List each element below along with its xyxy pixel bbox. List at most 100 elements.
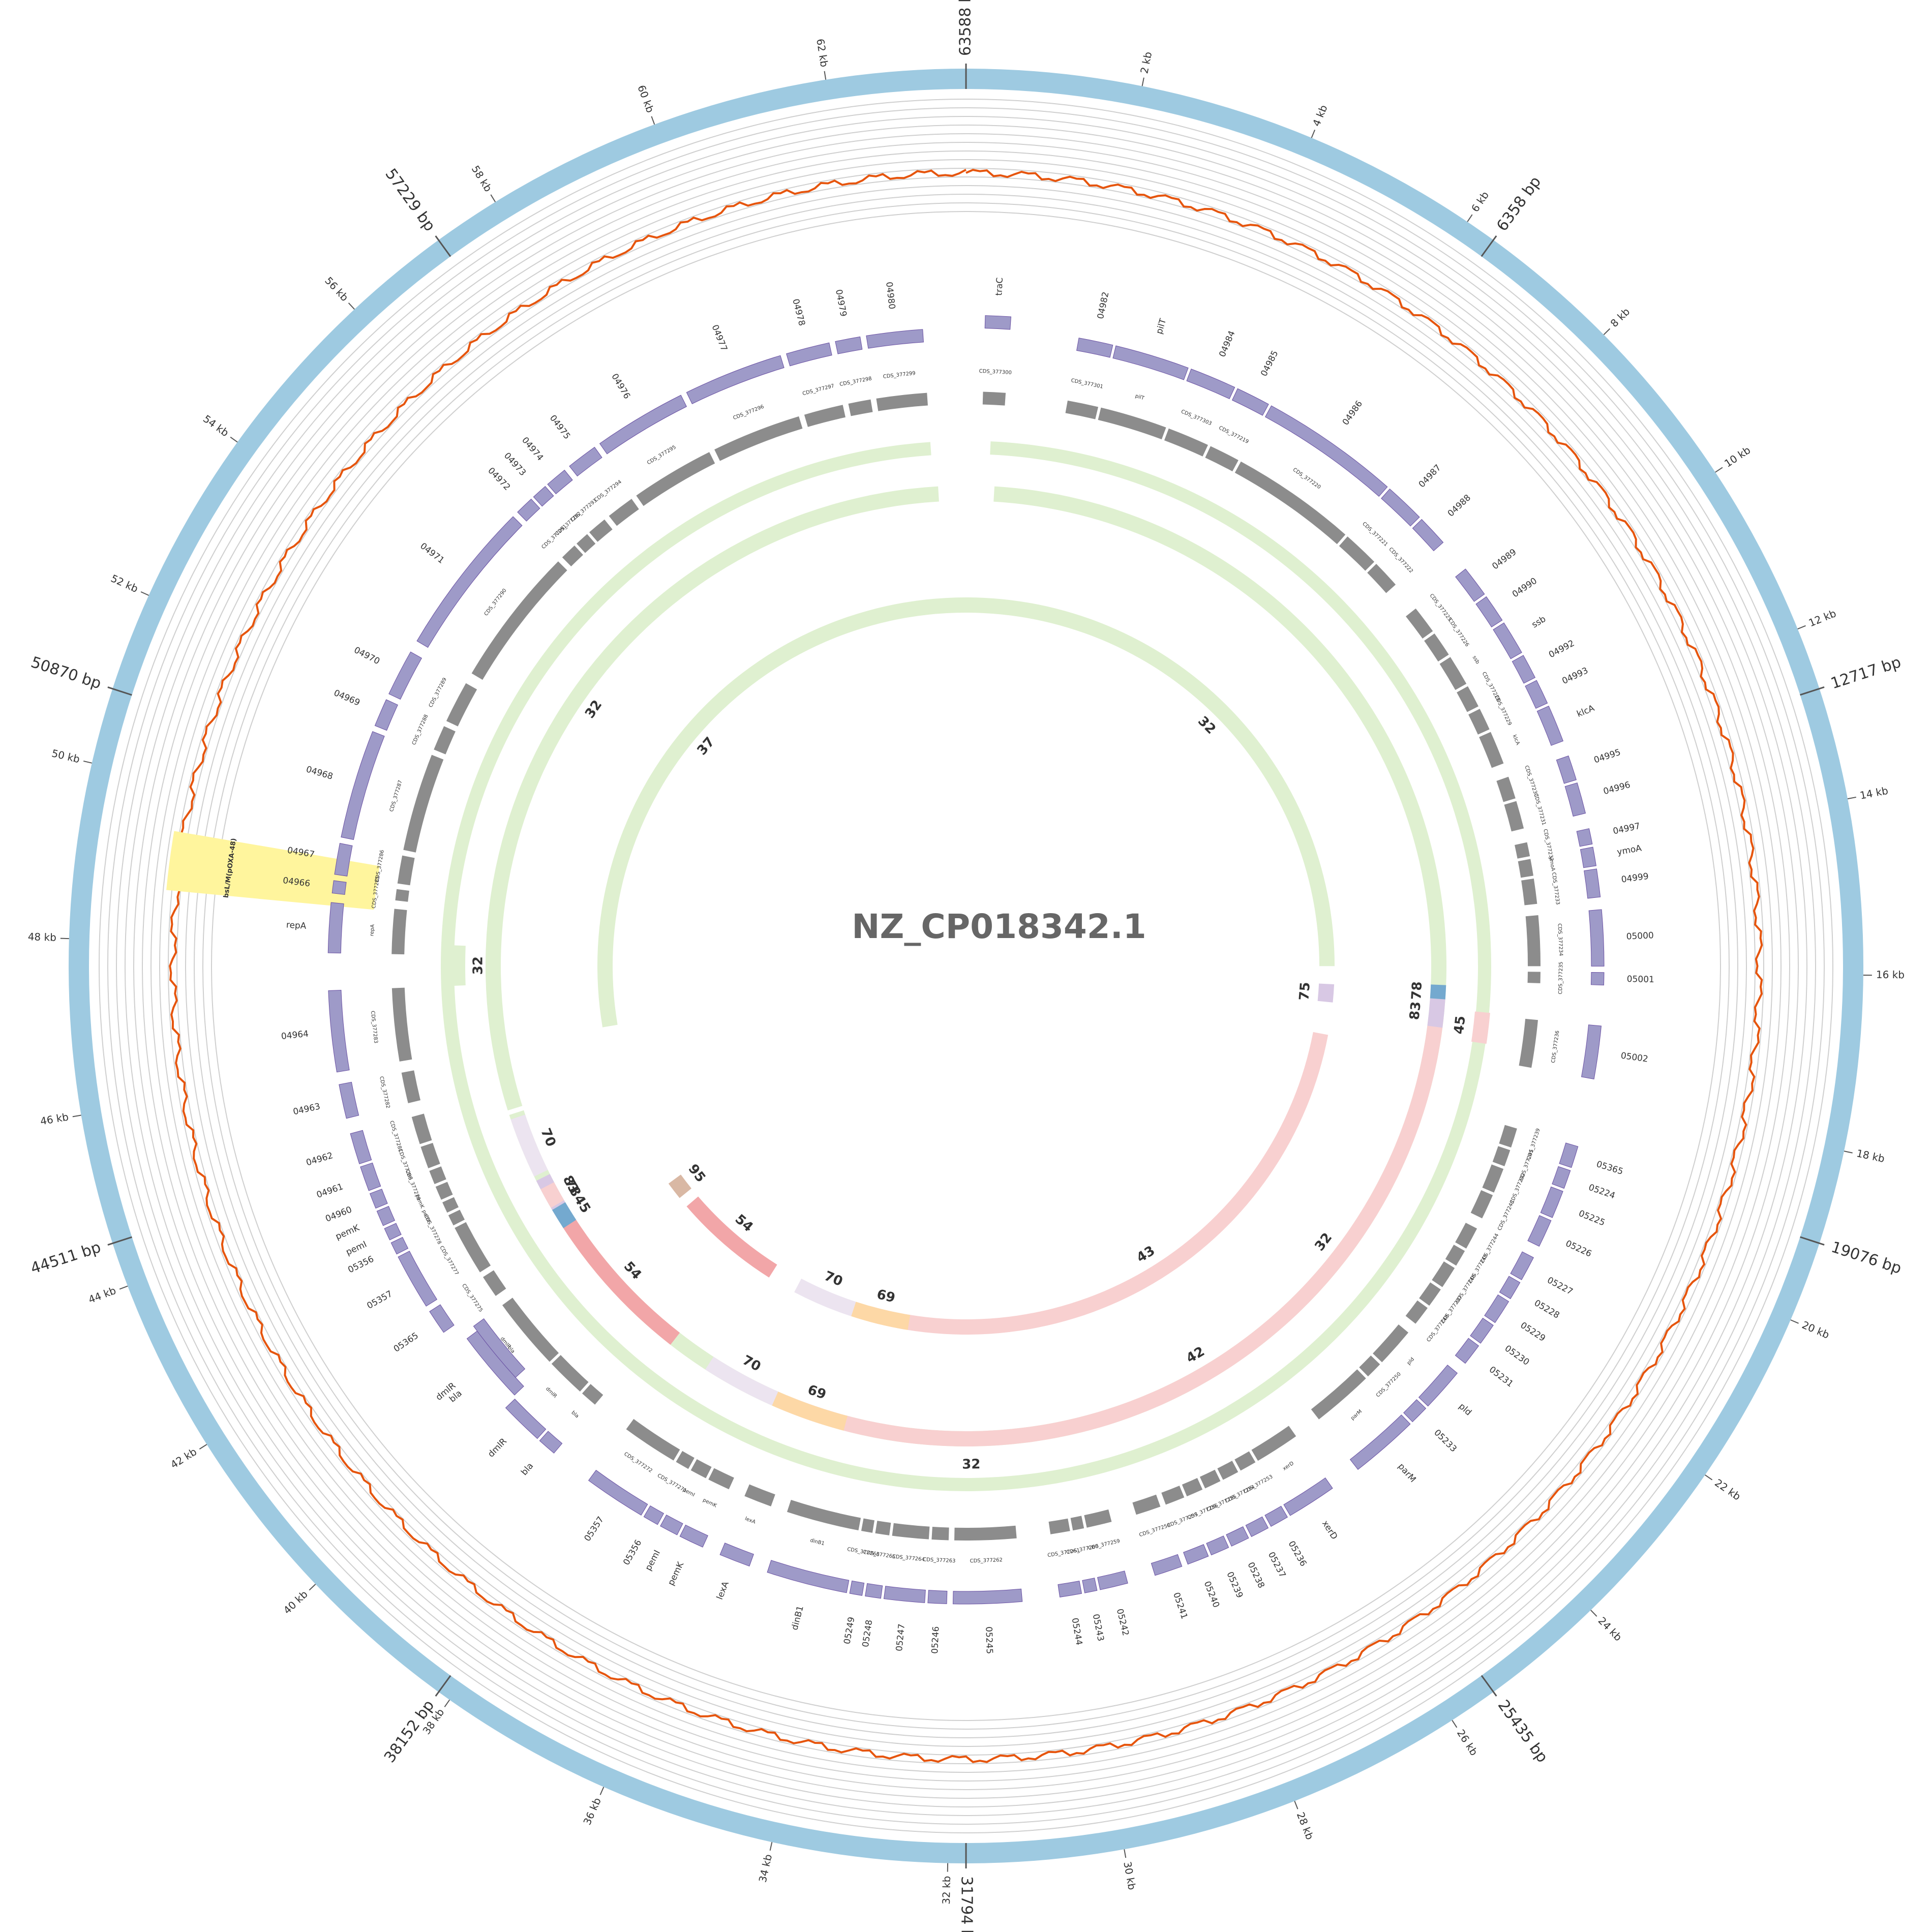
cds-feature[interactable] [533, 486, 554, 507]
cds-inner-label: CDS_377235 [1558, 961, 1564, 994]
cds-feature[interactable] [1527, 1215, 1552, 1247]
backbone-ring [69, 69, 1863, 1863]
cds-feature[interactable] [927, 1590, 948, 1604]
cds-feature[interactable] [1581, 1024, 1602, 1079]
cds-feature[interactable] [1245, 1516, 1269, 1537]
cds-feature[interactable] [1151, 1554, 1183, 1576]
cds-feature[interactable] [569, 446, 602, 477]
cds-feature[interactable] [679, 1524, 708, 1548]
cds-feature[interactable] [866, 329, 924, 349]
cds-feature[interactable] [1493, 622, 1522, 659]
cds-feature[interactable] [767, 1560, 850, 1593]
cds-feature[interactable] [369, 1189, 388, 1209]
cds-label: 05229 [1519, 1320, 1547, 1344]
cds-feature[interactable] [1076, 338, 1113, 358]
cds-label: 05228 [1532, 1298, 1561, 1321]
cds-feature[interactable] [1536, 705, 1564, 746]
cds-feature[interactable] [1588, 909, 1605, 967]
cds-label: 04986 [1341, 399, 1365, 428]
cds-feature[interactable] [1525, 680, 1548, 709]
cds-feature[interactable] [1264, 405, 1388, 497]
cds-feature[interactable] [374, 699, 399, 731]
cds-feature[interactable] [327, 902, 344, 954]
cds-feature[interactable] [1349, 1414, 1411, 1470]
cds-feature[interactable] [350, 1130, 372, 1164]
cds-feature[interactable] [390, 1236, 409, 1255]
cds-feature[interactable] [883, 1586, 926, 1603]
kb-tick [651, 116, 655, 125]
cds-feature[interactable] [1484, 1294, 1510, 1323]
cds-feature[interactable] [1226, 1526, 1249, 1547]
cds-feature[interactable] [517, 498, 540, 522]
cds-feature[interactable] [643, 1505, 665, 1525]
cds-inner-label: parM [1350, 1409, 1363, 1422]
cds-feature[interactable] [865, 1583, 883, 1599]
cds-label: 04970 [352, 645, 381, 667]
cds-feature[interactable] [1576, 828, 1593, 847]
cds-feature[interactable] [473, 1318, 526, 1378]
cds-feature[interactable] [1082, 1578, 1098, 1593]
cds-feature[interactable] [1559, 1142, 1579, 1168]
cds-feature[interactable] [1499, 1276, 1521, 1300]
cds-feature[interactable] [1540, 1186, 1563, 1218]
bp-marker-tick [107, 686, 132, 696]
cds-feature[interactable] [505, 1399, 547, 1439]
cds-inner-label: CDS_377222 [1387, 547, 1414, 574]
gene-block [875, 1521, 891, 1535]
cds-feature[interactable] [1556, 755, 1577, 784]
cds-feature[interactable] [341, 731, 385, 840]
cds-feature[interactable] [849, 1580, 865, 1596]
cds-feature[interactable] [1097, 1571, 1128, 1590]
cds-feature[interactable] [1112, 345, 1189, 380]
cds-feature[interactable] [1590, 972, 1605, 986]
cds-feature[interactable] [1552, 1166, 1571, 1189]
cds-feature[interactable] [1058, 1581, 1082, 1597]
cds-feature[interactable] [429, 1304, 455, 1333]
cds-feature[interactable] [835, 336, 863, 354]
cds-feature[interactable] [388, 651, 422, 700]
cds-feature[interactable] [1403, 1399, 1427, 1423]
cds-feature[interactable] [1186, 369, 1235, 400]
cds-feature[interactable] [539, 1431, 563, 1454]
cds-feature[interactable] [1512, 655, 1536, 684]
cds-feature[interactable] [339, 1081, 359, 1119]
cds-feature[interactable] [1231, 388, 1269, 416]
cds-feature[interactable] [1584, 868, 1601, 899]
cds-feature[interactable] [384, 1223, 402, 1241]
gene-block [1098, 407, 1166, 440]
cds-feature[interactable] [1283, 1477, 1333, 1516]
cds-feature[interactable] [719, 1543, 754, 1567]
cds-feature[interactable] [1183, 1544, 1209, 1565]
cds-feature[interactable] [1580, 847, 1596, 868]
cds-feature[interactable] [599, 395, 687, 455]
cds-feature[interactable] [1381, 488, 1420, 527]
cds-feature[interactable] [588, 1470, 648, 1516]
cds-feature[interactable] [984, 315, 1011, 330]
cds-feature[interactable] [1455, 1338, 1480, 1364]
cds-feature[interactable] [1510, 1251, 1534, 1280]
cds-feature[interactable] [1455, 568, 1485, 602]
cds-feature[interactable] [398, 1251, 438, 1307]
cds-feature[interactable] [1564, 782, 1586, 817]
cds-feature[interactable] [360, 1162, 381, 1191]
cds-feature[interactable] [1418, 1365, 1458, 1407]
cds-feature[interactable] [1475, 596, 1503, 628]
cds-feature[interactable] [547, 469, 573, 495]
cds-feature[interactable] [660, 1514, 683, 1535]
cds-label: pld [1457, 1401, 1473, 1417]
cds-feature[interactable] [1412, 519, 1444, 552]
gene-block [1470, 1190, 1493, 1219]
cds-feature[interactable] [1264, 1505, 1288, 1527]
gene-block [1439, 657, 1467, 690]
cds-feature[interactable] [1470, 1317, 1494, 1344]
cds-feature[interactable] [328, 989, 350, 1073]
cds-feature[interactable] [686, 355, 784, 404]
bp-marker-tick [1481, 235, 1497, 257]
cds-feature[interactable] [786, 342, 832, 367]
cds-feature[interactable] [416, 516, 523, 648]
cds-feature[interactable] [376, 1205, 396, 1226]
cds-feature[interactable] [1206, 1535, 1229, 1556]
cds-feature[interactable] [952, 1588, 1023, 1605]
cds-feature[interactable] [331, 880, 347, 895]
cds-feature[interactable] [334, 842, 353, 877]
